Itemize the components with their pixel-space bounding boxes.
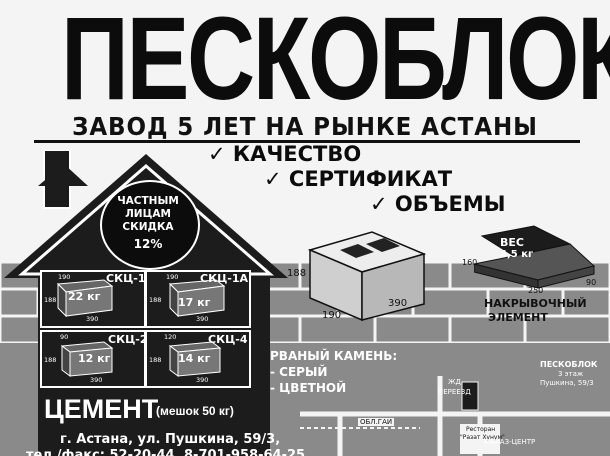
block-dim-width-skts-1a: 190 [166, 273, 179, 281]
block-dim-width-skts-2: 90 [60, 333, 69, 341]
discount-percent: 12% [133, 237, 163, 251]
cap-dim-length: 250 [528, 286, 544, 295]
map-railway-line-2: ПЕРЕЕЗД [438, 388, 471, 396]
phone-line: тел./факс: 52-20-44, 8-701-958-64-25 [26, 448, 306, 456]
block-illustration-skts-2 [60, 341, 114, 377]
discount-line-2: ЛИЦАМ [125, 208, 171, 220]
cement-bag-note: (мешок 50 кг) [156, 404, 234, 418]
block-name-skts-1: СКЦ-1 [106, 272, 146, 285]
cap-dim-depth: 90 [586, 278, 597, 287]
subheadline: ЗАВОД 5 ЛЕТ НА РЫНКЕ АСТАНЫ [72, 112, 538, 141]
discount-line-3: СКИДКА [122, 221, 174, 233]
block-illustration-skts-4 [168, 341, 222, 377]
block-dim-height-skts-1a: 188 [149, 296, 162, 304]
block-illustration-skts-1a [168, 279, 226, 318]
map-destination-address: Пушкина, 59/3 [540, 379, 594, 387]
cap-element-illustration [474, 225, 596, 289]
map-landmark-kamaz: КАМАЗ-ЦЕНТР [484, 438, 536, 446]
block-card-skts-2 [40, 330, 146, 388]
discount-badge [100, 180, 200, 270]
block-weight-skts-4: 14 кг [178, 352, 211, 365]
map-landmark-gai: ОБЛ.ГАИ [358, 418, 395, 426]
cap-weight-value: 4,5 кг [500, 249, 534, 260]
cap-dim-height: 160 [462, 258, 478, 267]
block-name-skts-4: СКЦ-4 [208, 333, 248, 346]
discount-line-1: ЧАСТНЫМ [117, 195, 179, 207]
block-name-skts-1a: СКЦ-1А [200, 272, 249, 285]
block-dim-length-skts-1: 390 [86, 315, 99, 323]
block-dim-height-skts-4: 188 [149, 356, 162, 364]
map-railway-line-1: ЖД [448, 378, 462, 386]
block-illustration-skts-1 [56, 279, 114, 318]
checklist-item-certificate: ✓ СЕРТИФИКАТ [264, 167, 453, 191]
block-dim-width-skts-1: 190 [58, 273, 71, 281]
map-restaurant-line-2: "Разат Хунум" [460, 434, 505, 441]
cap-weight-label: ВЕС [500, 236, 524, 249]
main-block-dim-width: 190 [322, 310, 342, 321]
map-destination-floor: 3 этаж [558, 370, 584, 378]
headline: ПЕСКОБЛОК [61, 0, 610, 125]
rough-stone-title: РВАНЫЙ КАМЕНЬ: [270, 349, 398, 363]
address-line: г. Астана, ул. Пушкина, 59/3, [60, 432, 281, 447]
main-block-dim-height: 188 [287, 268, 307, 279]
block-dim-length-skts-4: 390 [196, 376, 209, 384]
block-dim-width-skts-4: 120 [164, 333, 177, 341]
block-weight-skts-1a: 17 кг [178, 296, 211, 309]
map-destination-name: ПЕСКОБЛОК [540, 360, 598, 369]
block-dim-length-skts-1a: 390 [196, 315, 209, 323]
block-weight-skts-1: 22 кг [68, 290, 101, 303]
block-dim-length-skts-2: 390 [90, 376, 103, 384]
location-map [300, 376, 610, 456]
block-dim-height-skts-1: 188 [44, 296, 57, 304]
main-block-illustration [307, 231, 427, 322]
cap-caption-line-1: НАКРЫВОЧНЫЙ [484, 297, 587, 310]
block-dim-height-skts-2: 188 [44, 356, 57, 364]
rough-stone-gray: - СЕРЫЙ [270, 365, 328, 379]
subheadline-underline [34, 140, 580, 143]
main-block-dim-length: 390 [388, 298, 408, 309]
checklist-item-quality: ✓ КАЧЕСТВО [208, 142, 362, 166]
cap-caption-line-2: ЭЛЕМЕНТ [488, 311, 548, 324]
block-weight-skts-2: 12 кг [78, 352, 111, 365]
map-restaurant-line-1: Ресторан [466, 426, 496, 433]
block-name-skts-2: СКЦ-2 [108, 333, 148, 346]
cement-label: ЦЕМЕНТ [44, 394, 159, 424]
rough-stone-colored: - ЦВЕТНОЙ [270, 381, 347, 395]
checklist-item-volumes: ✓ ОБЪЕМЫ [370, 192, 506, 216]
